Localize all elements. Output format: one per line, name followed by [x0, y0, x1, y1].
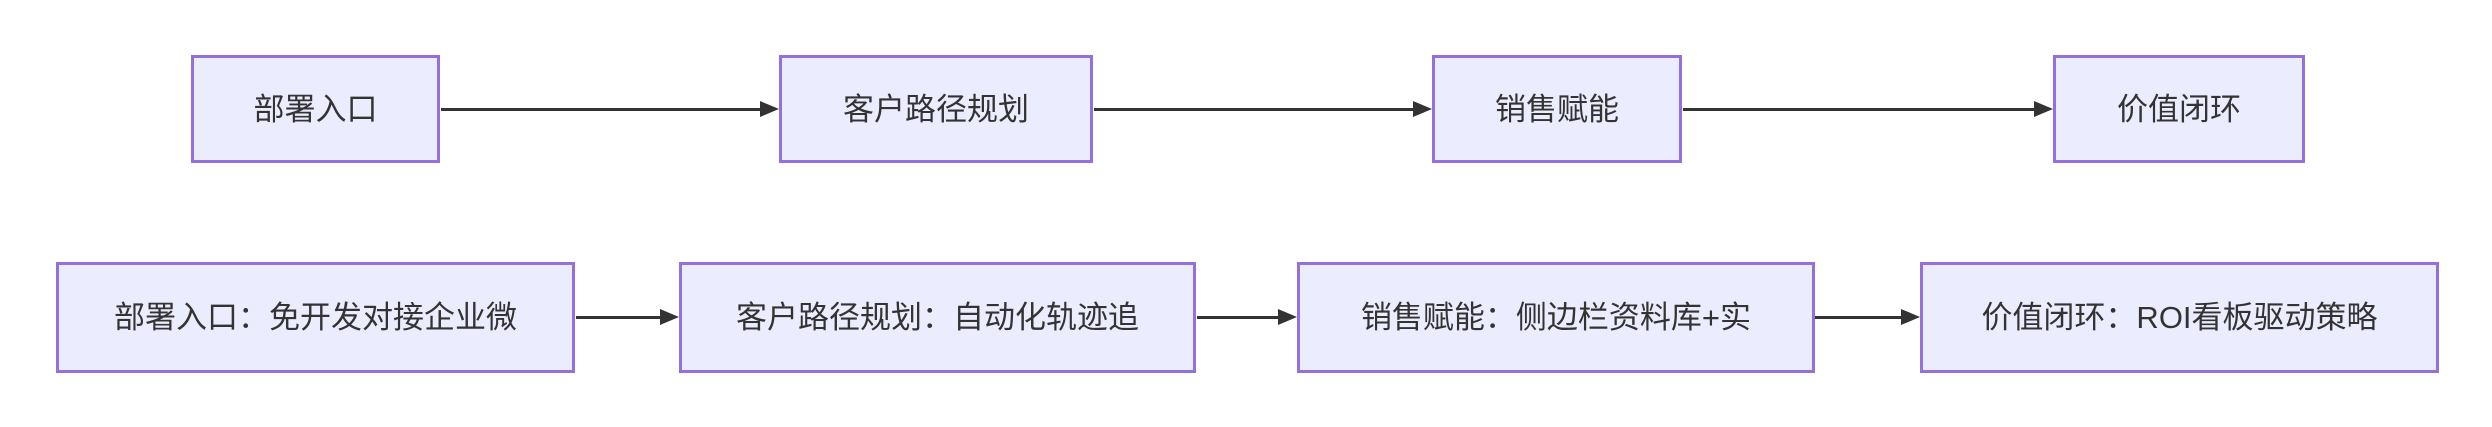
flow-node-value-loop-detail: 价值闭环：ROI看板驱动策略	[1920, 262, 2439, 373]
flow-arrow	[1094, 101, 1432, 117]
flow-node-deploy-entry: 部署入口	[191, 55, 440, 163]
flow-arrow	[1683, 101, 2053, 117]
flow-node-label: 销售赋能：侧边栏资料库+实	[1360, 300, 1752, 335]
flow-node-deploy-entry-detail: 部署入口：免开发对接企业微	[56, 262, 575, 373]
flow-arrow	[1815, 309, 1920, 325]
arrow-head-icon	[1901, 309, 1920, 325]
arrow-head-icon	[1413, 101, 1432, 117]
arrow-line	[1815, 315, 1901, 319]
arrow-head-icon	[660, 309, 679, 325]
flow-node-label: 部署入口：免开发对接企业微	[114, 300, 517, 335]
flow-node-sales-enable-detail: 销售赋能：侧边栏资料库+实	[1297, 262, 1815, 373]
flow-node-label: 客户路径规划	[843, 91, 1029, 127]
flow-arrow	[576, 309, 679, 325]
arrow-line	[1683, 107, 2034, 111]
flow-arrow	[1197, 309, 1297, 325]
flow-node-label: 价值闭环：ROI看板驱动策略	[1981, 300, 2378, 335]
arrow-head-icon	[1278, 309, 1297, 325]
arrow-head-icon	[2034, 101, 2053, 117]
arrow-line	[1197, 315, 1278, 319]
flow-node-label: 部署入口	[253, 91, 378, 127]
flow-node-label: 销售赋能	[1495, 91, 1619, 127]
flow-node-customer-path: 客户路径规划	[779, 55, 1093, 163]
arrow-line	[441, 107, 760, 111]
flow-arrow	[441, 101, 779, 117]
arrow-line	[576, 315, 660, 319]
arrow-head-icon	[760, 101, 779, 117]
flow-node-value-loop: 价值闭环	[2053, 55, 2305, 163]
flow-node-label: 客户路径规划：自动化轨迹追	[736, 300, 1139, 335]
flow-node-sales-enable: 销售赋能	[1432, 55, 1682, 163]
arrow-line	[1094, 107, 1413, 111]
flow-node-customer-path-detail: 客户路径规划：自动化轨迹追	[679, 262, 1196, 373]
flow-node-label: 价值闭环	[2117, 91, 2241, 127]
